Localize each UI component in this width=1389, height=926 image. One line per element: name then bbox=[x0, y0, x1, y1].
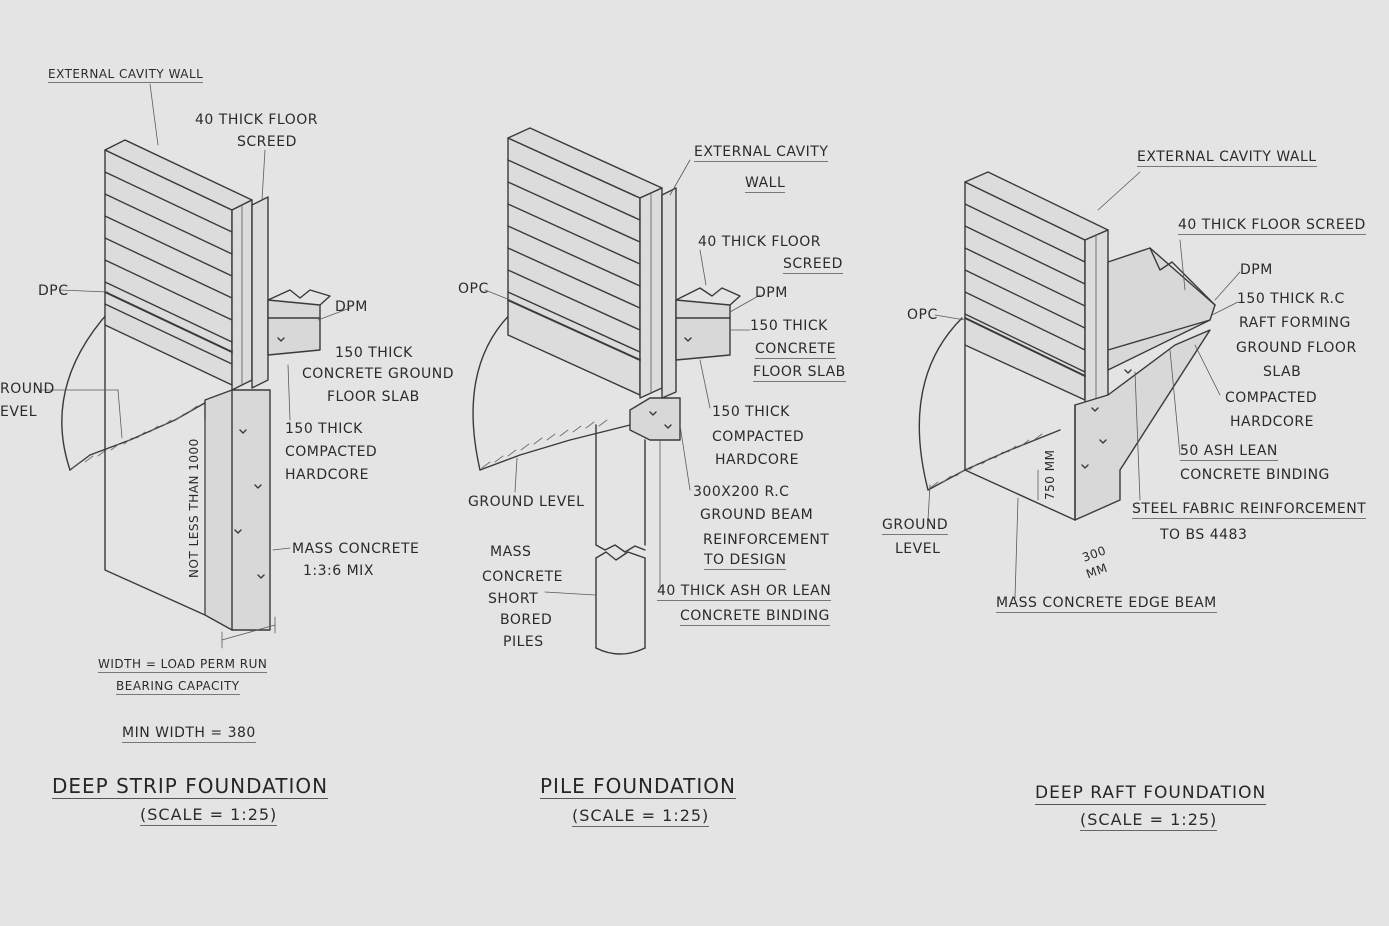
pile-beam-label-1: 300X200 R.C bbox=[693, 484, 790, 500]
raft-external-cavity-wall-label: EXTERNAL CAVITY WALL bbox=[1137, 149, 1317, 167]
strip-external-cavity-wall-label: EXTERNAL CAVITY WALL bbox=[48, 67, 204, 83]
raft-dpm-label: DPM bbox=[1240, 262, 1273, 278]
pile-piles-label-5: PILES bbox=[503, 634, 544, 650]
raft-binding-label-1: 50 ASH LEAN bbox=[1180, 443, 1278, 461]
strip-foundation-title: DEEP STRIP FOUNDATION bbox=[52, 774, 329, 799]
strip-width-label-2: BEARING CAPACITY bbox=[116, 679, 240, 695]
raft-steel-label-2: TO BS 4483 bbox=[1160, 527, 1248, 543]
pile-beam-label-4: TO DESIGN bbox=[704, 552, 787, 570]
strip-hardcore-label-1: 150 THICK bbox=[285, 421, 363, 437]
pile-beam-label-2: GROUND BEAM bbox=[700, 507, 814, 523]
pile-ground-level-label: GROUND LEVEL bbox=[468, 494, 585, 510]
strip-width-label-1: WIDTH = LOAD PERM RUN bbox=[98, 657, 268, 673]
pile-binding-label-1: 40 THICK ASH OR LEAN bbox=[657, 583, 832, 601]
raft-hardcore-label-2: HARDCORE bbox=[1230, 414, 1314, 430]
pile-hardcore-label-2: COMPACTED bbox=[712, 429, 805, 445]
raft-slab-label-3: GROUND FLOOR bbox=[1236, 340, 1357, 356]
pile-slab-label-1: 150 THICK bbox=[750, 318, 828, 334]
strip-slab-label-3: FLOOR SLAB bbox=[327, 389, 420, 405]
pile-foundation-scale: (SCALE = 1:25) bbox=[572, 806, 710, 827]
strip-slab-label-1: 150 THICK bbox=[335, 345, 413, 361]
pile-beam-label-3: REINFORCEMENT bbox=[703, 532, 830, 548]
strip-hardcore-label-3: HARDCORE bbox=[285, 467, 369, 483]
pile-piles-label-2: CONCRETE bbox=[482, 569, 564, 585]
strip-ground-label-1: ROUND bbox=[0, 381, 55, 397]
raft-slab-label-4: SLAB bbox=[1263, 364, 1302, 380]
pile-piles-label-4: BORED bbox=[500, 612, 553, 628]
raft-binding-label-2: CONCRETE BINDING bbox=[1180, 467, 1330, 483]
strip-floor-screed-label-2: SCREED bbox=[237, 134, 297, 150]
pile-opc-label: OPC bbox=[458, 281, 489, 297]
raft-ground-label-1: GROUND bbox=[882, 517, 949, 535]
pile-dpm-label: DPM bbox=[755, 285, 788, 301]
pile-foundation-title: PILE FOUNDATION bbox=[540, 774, 736, 799]
strip-hardcore-label-2: COMPACTED bbox=[285, 444, 378, 460]
pile-external-cavity-wall-label-1: EXTERNAL CAVITY bbox=[694, 144, 829, 162]
pile-binding-label-2: CONCRETE BINDING bbox=[680, 608, 830, 626]
pile-slab-label-2: CONCRETE bbox=[755, 341, 837, 359]
raft-foundation-drawing bbox=[918, 171, 1241, 599]
raft-steel-label-1: STEEL FABRIC REINFORCEMENT bbox=[1132, 501, 1367, 519]
raft-slab-label-2: RAFT FORMING bbox=[1239, 315, 1351, 331]
strip-foundation-scale: (SCALE = 1:25) bbox=[140, 805, 278, 826]
strip-depth-label: NOT LESS THAN 1000 bbox=[187, 438, 201, 578]
raft-foundation-title: DEEP RAFT FOUNDATION bbox=[1035, 783, 1267, 805]
raft-depth-label: 750 MM bbox=[1043, 449, 1057, 500]
raft-edge-beam-label: MASS CONCRETE EDGE BEAM bbox=[996, 595, 1217, 613]
strip-dpc-label: DPC bbox=[38, 283, 69, 299]
pile-external-cavity-wall-label-2: WALL bbox=[745, 175, 786, 193]
strip-foundation-drawing bbox=[39, 83, 351, 649]
strip-ground-label-2: EVEL bbox=[0, 404, 38, 420]
raft-hardcore-label-1: COMPACTED bbox=[1225, 390, 1318, 406]
strip-min-width-label: MIN WIDTH = 380 bbox=[122, 725, 256, 743]
strip-slab-label-2: CONCRETE GROUND bbox=[302, 366, 455, 382]
pile-floor-screed-label-1: 40 THICK FLOOR bbox=[698, 234, 821, 250]
strip-floor-screed-label-1: 40 THICK FLOOR bbox=[195, 112, 318, 128]
pile-piles-label-3: SHORT bbox=[488, 591, 539, 607]
strip-dpm-label: DPM bbox=[335, 299, 368, 315]
pile-floor-screed-label-2: SCREED bbox=[783, 256, 843, 274]
strip-concrete-label-1: MASS CONCRETE bbox=[292, 541, 420, 557]
raft-floor-screed-label: 40 THICK FLOOR SCREED bbox=[1178, 217, 1366, 235]
pile-slab-label-3: FLOOR SLAB bbox=[753, 364, 846, 382]
pile-hardcore-label-3: HARDCORE bbox=[715, 452, 799, 468]
raft-foundation-scale: (SCALE = 1:25) bbox=[1080, 810, 1218, 831]
raft-slab-label-1: 150 THICK R.C bbox=[1237, 291, 1345, 307]
strip-concrete-label-2: 1:3:6 MIX bbox=[303, 563, 374, 579]
pile-foundation-drawing bbox=[472, 127, 761, 655]
pile-piles-label-1: MASS bbox=[490, 544, 532, 560]
pile-hardcore-label-1: 150 THICK bbox=[712, 404, 790, 420]
raft-opc-label: OPC bbox=[907, 307, 938, 323]
raft-ground-label-2: LEVEL bbox=[895, 541, 941, 557]
